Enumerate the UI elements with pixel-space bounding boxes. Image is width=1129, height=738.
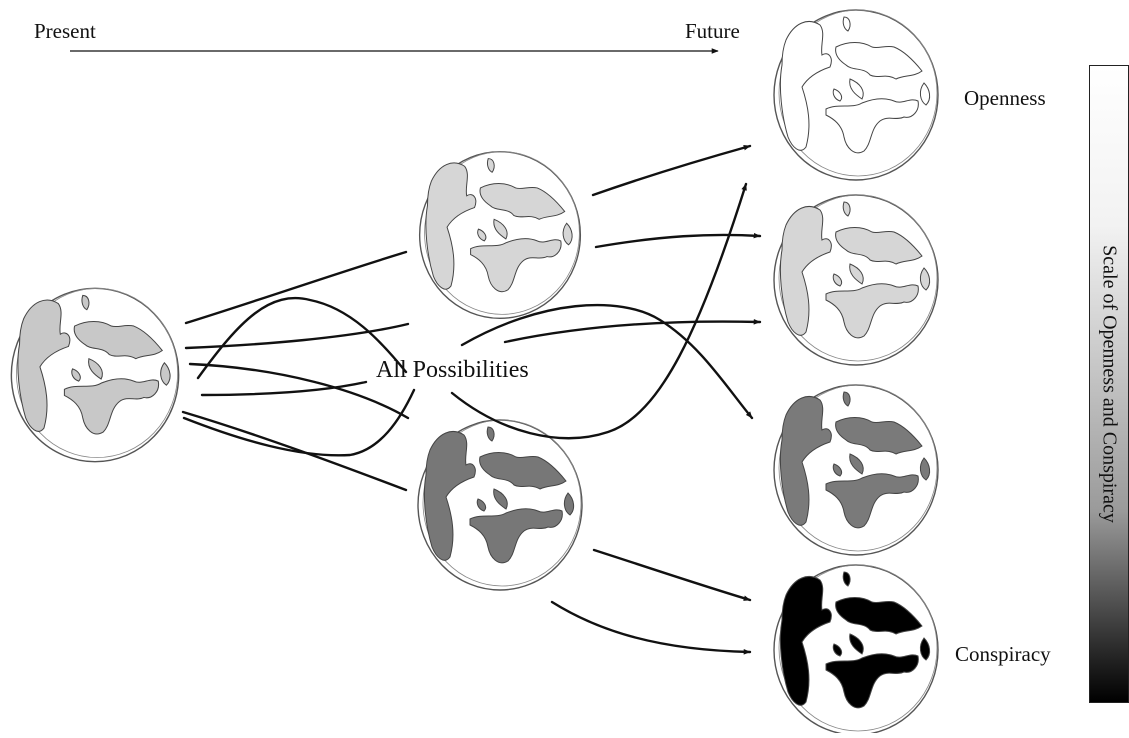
openness-label: Openness [964, 86, 1046, 110]
connector-present-to-center-2 [188, 362, 410, 420]
arrow-center-to-future-2 [503, 319, 762, 344]
connector-present-to-center-1 [184, 322, 410, 350]
connector-present-to-lower [181, 410, 408, 492]
future-globe-2 [773, 194, 939, 366]
arrow-lower-to-future-4b [550, 600, 752, 655]
future-globe-3 [773, 384, 939, 556]
connector-present-to-upper [184, 250, 408, 325]
all-possibilities-label: All Possibilities [376, 357, 529, 383]
arrow-lower-to-future-4a [592, 548, 752, 602]
connector-loop-lower [182, 388, 416, 457]
present-label: Present [34, 19, 96, 43]
middle-upper-globe [418, 151, 582, 319]
connector-loop-upper [196, 296, 408, 380]
connector-present-to-center-3 [200, 380, 368, 397]
future-globe-openness [773, 9, 939, 181]
middle-lower-globe [417, 419, 583, 591]
arrow-center-to-future-3 [460, 303, 754, 420]
arrow-center-to-future-1 [450, 182, 748, 440]
arrow-upper-to-future-2 [594, 232, 762, 249]
present-globe [10, 287, 180, 463]
future-label: Future [685, 19, 740, 43]
arrow-upper-to-future-1 [591, 144, 752, 197]
conspiracy-label: Conspiracy [955, 642, 1051, 666]
future-globe-conspiracy [773, 564, 939, 736]
scale-title: Scale of Openness and Conspiracy [1098, 245, 1121, 523]
